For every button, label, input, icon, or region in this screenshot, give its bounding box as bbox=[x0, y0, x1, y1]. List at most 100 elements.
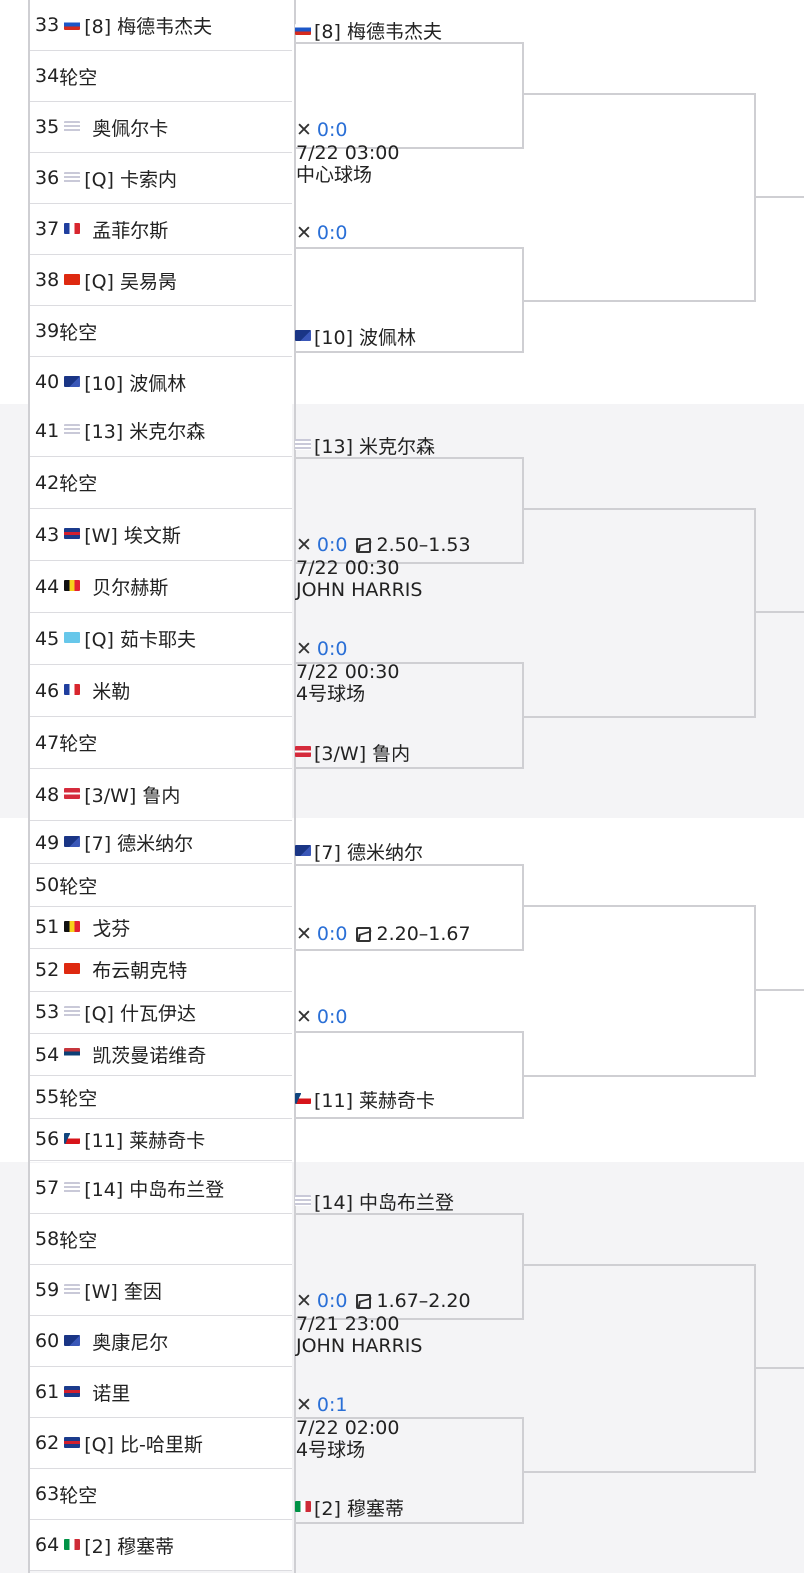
draw-number: 36 bbox=[35, 167, 60, 189]
player-name: 奥佩尔卡 bbox=[92, 117, 169, 140]
player-slot[interactable]: 38[Q] 吴易昺 bbox=[30, 255, 292, 306]
second-round-player[interactable]: [2] 穆塞蒂 bbox=[294, 1493, 404, 1521]
match-info[interactable]: ✕0:0 bbox=[296, 1005, 348, 1029]
player-slot[interactable]: 40[10] 波佩林 bbox=[30, 357, 292, 408]
match-score[interactable]: 0:0 bbox=[316, 923, 348, 945]
score-line: ✕0:0 bbox=[296, 1005, 348, 1029]
player-slot[interactable]: 56[11] 莱赫奇卡 bbox=[30, 1118, 292, 1162]
draw-number: 54 bbox=[35, 1043, 60, 1066]
match-score[interactable]: 0:0 bbox=[316, 534, 348, 556]
gbr-flag-icon bbox=[64, 1385, 81, 1397]
player-slot[interactable]: 36[Q] 卡索内 bbox=[30, 153, 292, 204]
match-score[interactable]: 0:0 bbox=[316, 222, 348, 244]
score-line: ✕0:0 bbox=[296, 118, 399, 142]
second-round-player[interactable]: [11] 莱赫奇卡 bbox=[294, 1085, 435, 1113]
draw-number: 58 bbox=[35, 1228, 60, 1250]
player-slot[interactable]: 41[13] 米克尔森 bbox=[30, 405, 292, 457]
usa-flag-icon bbox=[295, 438, 311, 450]
draw-number: 55 bbox=[35, 1086, 60, 1109]
player-name: 轮空 bbox=[59, 321, 98, 344]
player-slot[interactable]: 43[W] 埃文斯 bbox=[30, 509, 292, 561]
match-score[interactable]: 0:0 bbox=[316, 119, 348, 141]
draw-number: 61 bbox=[35, 1381, 60, 1403]
player-name: [8] 梅德韦杰夫 bbox=[84, 15, 213, 38]
match-court: 4号球场 bbox=[296, 683, 366, 705]
player-name: [7] 德米纳尔 bbox=[84, 833, 194, 856]
odds[interactable]: 1.67–2.20 bbox=[355, 1290, 471, 1312]
match-score[interactable]: 0:0 bbox=[316, 1006, 348, 1028]
bracket-connector bbox=[294, 1213, 524, 1320]
player-slot[interactable]: 64[2] 穆塞蒂 bbox=[30, 1520, 292, 1571]
second-round-player[interactable]: [7] 德米纳尔 bbox=[294, 837, 423, 865]
player-slot[interactable]: 48[3/W] 鲁内 bbox=[30, 769, 292, 821]
second-round-player[interactable]: [13] 米克尔森 bbox=[294, 431, 435, 459]
first-round-column bbox=[28, 0, 296, 1573]
rus-flag-icon bbox=[295, 23, 311, 35]
draw-number: 46 bbox=[35, 679, 60, 702]
chart-icon bbox=[355, 1293, 371, 1309]
crossed-rackets-icon: ✕ bbox=[296, 119, 312, 141]
second-round-player[interactable]: [14] 中岛布兰登 bbox=[294, 1187, 454, 1215]
second-round-player[interactable]: [8] 梅德韦杰夫 bbox=[294, 16, 442, 44]
draw-number: 38 bbox=[35, 269, 60, 291]
player-slot[interactable]: 46 米勒 bbox=[30, 665, 292, 717]
match-score[interactable]: 0:0 bbox=[316, 1290, 348, 1312]
player-slot[interactable]: 53[Q] 什瓦伊达 bbox=[30, 991, 292, 1034]
draw-number: 49 bbox=[35, 831, 60, 854]
match-score[interactable]: 0:0 bbox=[316, 638, 348, 660]
crossed-rackets-icon: ✕ bbox=[296, 222, 312, 244]
match-time: 7/22 02:00 bbox=[296, 1417, 400, 1439]
player-name: 轮空 bbox=[59, 875, 98, 898]
odds[interactable]: 2.50–1.53 bbox=[355, 534, 471, 556]
bracket-connector bbox=[294, 662, 524, 769]
player-slot[interactable]: 33[8] 梅德韦杰夫 bbox=[30, 0, 292, 51]
player-slot[interactable]: 62[Q] 比-哈里斯 bbox=[30, 1418, 292, 1469]
match-time: 7/22 03:00 bbox=[296, 142, 400, 164]
player-slot[interactable]: 49 [7] 德米纳尔 bbox=[30, 822, 292, 865]
second-round-player[interactable]: [3/W] 鲁内 bbox=[294, 738, 410, 766]
match-info[interactable]: ✕0:0 bbox=[296, 221, 348, 245]
player-slot[interactable]: 45[Q] 茹卡耶夫 bbox=[30, 613, 292, 665]
player-name: 轮空 bbox=[59, 733, 98, 755]
odds[interactable]: 2.20–1.67 bbox=[355, 923, 471, 945]
player-slot[interactable]: 59[W] 奎因 bbox=[30, 1265, 292, 1316]
match-score[interactable]: 0:1 bbox=[316, 1394, 348, 1416]
player-name: 轮空 bbox=[59, 66, 98, 89]
player-name: 米勒 bbox=[92, 681, 131, 703]
player-name: [Q] 茹卡耶夫 bbox=[84, 629, 197, 651]
chn-flag-icon bbox=[64, 273, 81, 285]
draw-number: 52 bbox=[35, 958, 60, 981]
score-line: ✕0:0 bbox=[296, 637, 399, 661]
draw-number: 62 bbox=[35, 1432, 60, 1454]
draw-number: 64 bbox=[35, 1534, 60, 1556]
second-round-player[interactable]: [10] 波佩林 bbox=[294, 322, 416, 350]
bracket-connector bbox=[294, 864, 524, 951]
bracket-connector bbox=[294, 247, 524, 353]
player-slot[interactable]: 57[14] 中岛布兰登 bbox=[30, 1163, 292, 1214]
player-name: 贝尔赫斯 bbox=[92, 577, 169, 599]
gbr-flag-icon bbox=[64, 528, 81, 539]
crossed-rackets-icon: ✕ bbox=[296, 534, 312, 556]
